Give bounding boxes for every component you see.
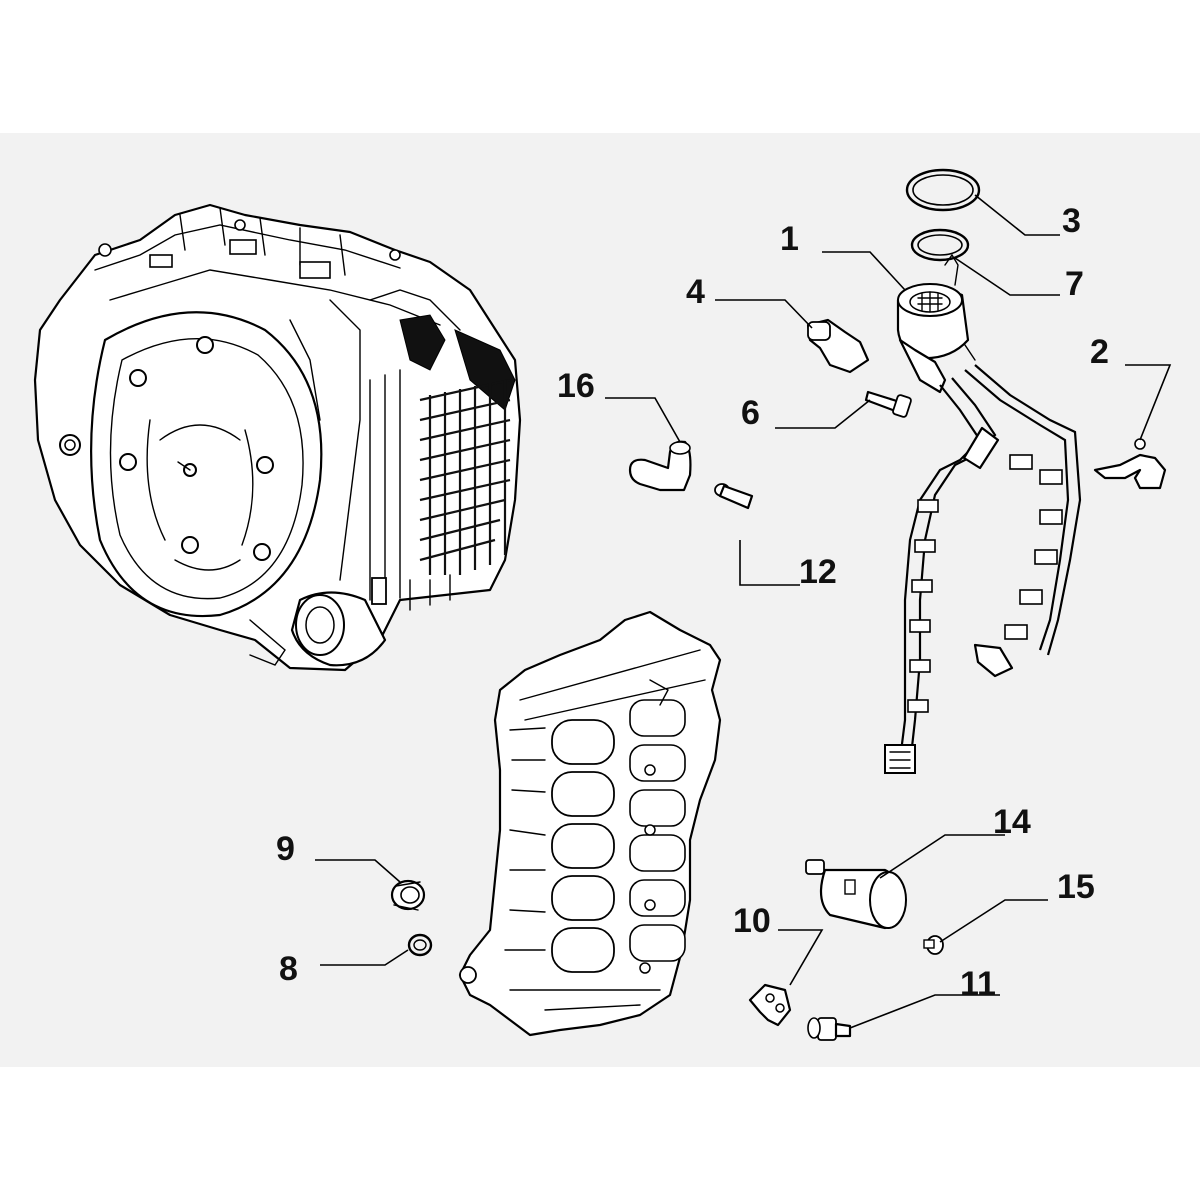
- harness-connectors-right: [973, 454, 1063, 678]
- bolt-12[interactable]: [714, 483, 754, 510]
- o-ring-large[interactable]: [905, 168, 981, 212]
- callout-12: 12: [799, 553, 837, 591]
- valve-body[interactable]: [458, 610, 722, 1037]
- callout-8: 8: [279, 950, 298, 988]
- bracket[interactable]: [748, 983, 792, 1027]
- callout-4: 4: [686, 273, 705, 311]
- callout-16: 16: [557, 367, 595, 405]
- callout-2: 2: [1090, 333, 1109, 371]
- bolt-11[interactable]: [807, 1017, 852, 1041]
- o-ring-small[interactable]: [910, 228, 970, 262]
- callout-7: 7: [1065, 265, 1084, 303]
- leader-lines: [315, 194, 1172, 1029]
- callout-1: 1: [780, 220, 799, 258]
- small-o-ring[interactable]: [407, 933, 433, 957]
- callout-10: 10: [733, 902, 771, 940]
- callout-labels: 1 2 3 4 6 7 8 9 10 11 12 14 15 16: [276, 202, 1109, 1003]
- callout-6: 6: [741, 394, 760, 432]
- transmission-assembly[interactable]: [33, 203, 522, 672]
- callout-15: 15: [1057, 868, 1095, 906]
- bolt-15[interactable]: [923, 935, 944, 955]
- elbow-fitting[interactable]: [628, 440, 692, 492]
- shaft-seal[interactable]: [390, 879, 426, 911]
- bolt-6[interactable]: [864, 390, 912, 418]
- callout-14: 14: [993, 803, 1031, 841]
- speed-sensor[interactable]: [806, 318, 870, 374]
- callout-11: 11: [960, 965, 996, 1003]
- grid-pattern: [419, 378, 511, 575]
- wiring-harness[interactable]: [884, 253, 1082, 774]
- harness-connectors-left: [884, 499, 939, 774]
- retaining-clip[interactable]: [1093, 438, 1167, 490]
- callout-9: 9: [276, 830, 295, 868]
- valve-cells: [551, 699, 686, 973]
- callout-3: 3: [1062, 202, 1081, 240]
